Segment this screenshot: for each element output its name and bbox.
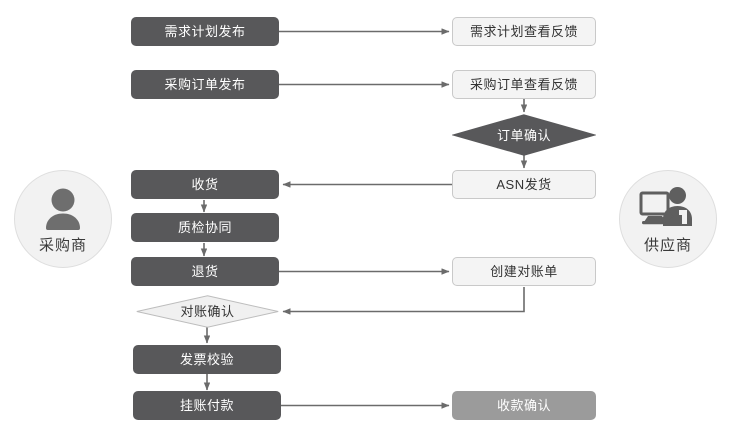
node-invoice-verification[interactable]: 发票校验 — [133, 345, 281, 374]
node-quality-inspection-collaboration[interactable]: 质检协同 — [131, 213, 279, 242]
person-icon — [37, 186, 89, 237]
role-label-supplier: 供应商 — [643, 236, 692, 254]
role-circle-buyer[interactable]: 采购商 — [14, 170, 112, 268]
diamond-shape — [136, 295, 279, 328]
node-payable-payment[interactable]: 挂账付款 — [133, 391, 281, 420]
node-create-reconciliation-statement[interactable]: 创建对账单 — [452, 257, 596, 286]
person-at-computer-icon — [639, 186, 697, 237]
node-reconciliation-confirm-label: 对账确认 — [180, 304, 235, 319]
role-label-buyer: 采购商 — [38, 236, 87, 254]
role-circle-supplier[interactable]: 供应商 — [619, 170, 717, 268]
edge-n10-n11 — [282, 287, 525, 315]
node-purchase-order-publish[interactable]: 采购订单发布 — [131, 70, 279, 99]
node-asn-shipment[interactable]: ASN发货 — [452, 170, 596, 199]
node-order-confirm-decision[interactable]: 订单确认 — [452, 114, 596, 156]
node-reconciliation-confirm-decision[interactable]: 对账确认 — [136, 295, 279, 328]
node-demand-plan-publish[interactable]: 需求计划发布 — [131, 17, 279, 46]
node-purchase-order-view-feedback[interactable]: 采购订单查看反馈 — [452, 70, 596, 99]
node-goods-receipt[interactable]: 收货 — [131, 170, 279, 199]
diamond-shape — [452, 114, 596, 156]
node-order-confirm-label: 订单确认 — [496, 127, 551, 143]
node-payment-receipt-confirm[interactable]: 收款确认 — [452, 391, 596, 420]
node-demand-plan-view-feedback[interactable]: 需求计划查看反馈 — [452, 17, 596, 46]
node-return-goods[interactable]: 退货 — [131, 257, 279, 286]
